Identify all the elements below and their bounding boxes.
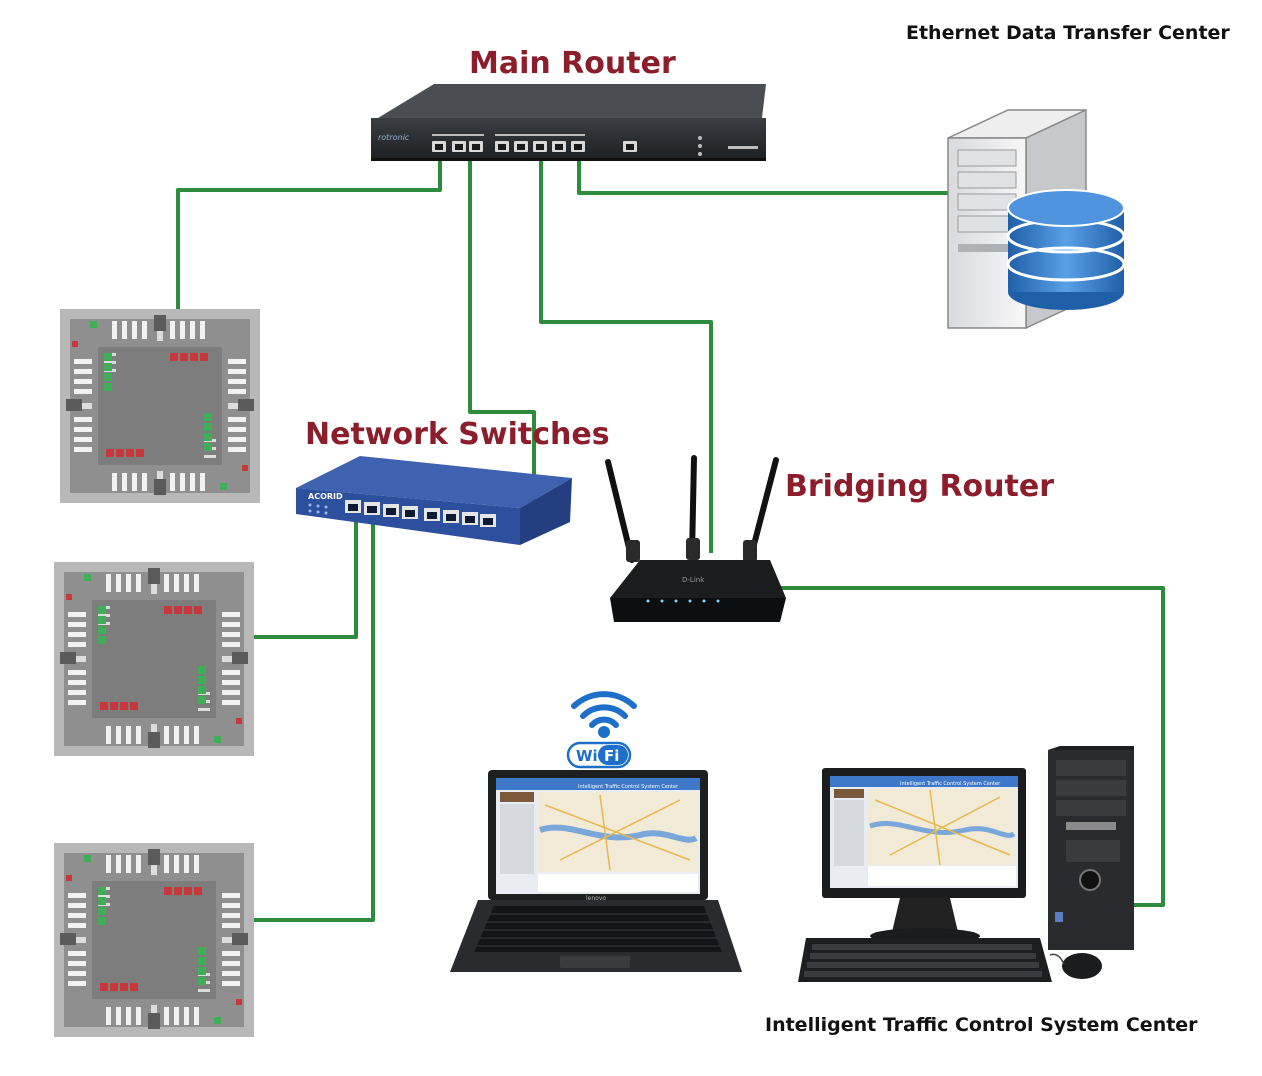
bridging-router-device: D-Link: [605, 455, 786, 622]
wifi-icon: Wi Fi: [566, 691, 637, 769]
cable-router-bridging-router: [539, 153, 713, 553]
traffic-intersection-3: [54, 843, 254, 1037]
desktop-computer-device: Intelligent Traffic Control System Cente…: [798, 746, 1134, 982]
traffic-intersection-2: [54, 562, 254, 756]
server-database-icon: [947, 108, 1126, 330]
network-cables: [176, 153, 1165, 922]
cable-router-server: [577, 153, 952, 195]
cable-router-switch: [468, 153, 536, 523]
network-switch-device: ACORID: [296, 456, 572, 545]
intelligent-traffic-control-label: Intelligent Traffic Control System Cente…: [765, 1014, 1198, 1036]
cable-router-intersection-1: [176, 153, 442, 311]
wifi-badge-fi: Fi: [604, 747, 619, 765]
traffic-intersection-1: [60, 309, 260, 503]
laptop-device: Intelligent Traffic Control System Cente…: [450, 770, 742, 972]
ethernet-data-transfer-center-label: Ethernet Data Transfer Center: [906, 22, 1230, 44]
switch-brand-label: ACORID: [308, 492, 343, 501]
svg-text:rotronic: rotronic: [378, 133, 410, 142]
bridging-router-brand: D-Link: [682, 576, 705, 584]
laptop-brand: lenovo: [586, 895, 606, 902]
cable-switch-intersection-2: [254, 511, 358, 639]
wifi-badge-wi: Wi: [576, 747, 598, 765]
bridging-router-label: Bridging Router: [785, 469, 1055, 504]
laptop-screen-title: Intelligent Traffic Control System Cente…: [578, 784, 679, 790]
cable-switch-intersection-3: [254, 511, 375, 922]
desktop-screen-title: Intelligent Traffic Control System Cente…: [900, 781, 1001, 787]
main-router-device: rotronic: [371, 84, 766, 161]
cable-bridging-router-desktop: [780, 586, 1165, 907]
main-router-label: Main Router: [469, 46, 676, 81]
network-switches-label: Network Switches: [305, 417, 610, 452]
